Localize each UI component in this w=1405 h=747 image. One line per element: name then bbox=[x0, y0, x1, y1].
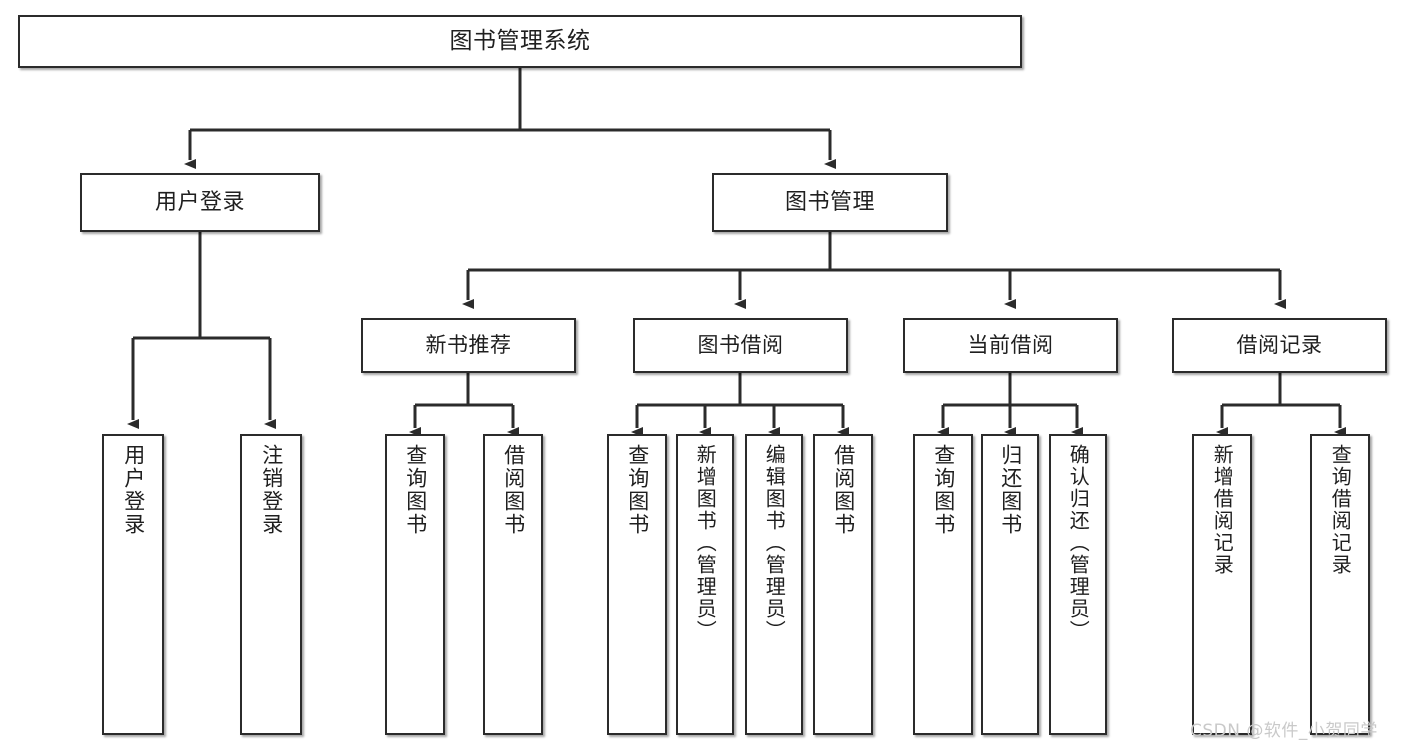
node-label: 新增图书（管理员） bbox=[693, 444, 718, 642]
node-current-borrow[interactable]: 当前借阅 bbox=[903, 318, 1118, 373]
leaf-borrow-records-query-record[interactable]: 查询借阅记录 bbox=[1310, 434, 1370, 735]
node-book-borrow[interactable]: 图书借阅 bbox=[633, 318, 848, 373]
node-label: 图书管理 bbox=[784, 189, 875, 215]
node-book-management[interactable]: 图书管理 bbox=[712, 173, 948, 232]
leaf-borrow-records-add-record[interactable]: 新增借阅记录 bbox=[1192, 434, 1252, 735]
watermark-csdn: CSDN @软件_小贺同学 bbox=[1190, 721, 1378, 741]
node-label: 图书借阅 bbox=[697, 333, 784, 358]
leaf-current-borrow-confirm-return-admin[interactable]: 确认归还（管理员） bbox=[1049, 434, 1107, 735]
node-label: 查询借阅记录 bbox=[1328, 444, 1353, 576]
node-label: 确认归还（管理员） bbox=[1066, 444, 1091, 642]
node-borrow-records[interactable]: 借阅记录 bbox=[1172, 318, 1387, 373]
node-label: 归还图书 bbox=[998, 444, 1023, 536]
leaf-new-book-borrow-book[interactable]: 借阅图书 bbox=[483, 434, 543, 735]
leaf-current-borrow-return-book[interactable]: 归还图书 bbox=[981, 434, 1039, 735]
node-label: 当前借阅 bbox=[967, 333, 1054, 358]
leaf-book-borrow-query-book[interactable]: 查询图书 bbox=[607, 434, 667, 735]
leaf-user-login-login[interactable]: 用户登录 bbox=[102, 434, 164, 735]
leaf-book-borrow-borrow-book[interactable]: 借阅图书 bbox=[813, 434, 873, 735]
node-label: 查询图书 bbox=[625, 444, 650, 536]
node-root-book-management-system[interactable]: 图书管理系统 bbox=[18, 15, 1022, 68]
node-label: 新书推荐 bbox=[425, 333, 512, 358]
node-new-book-recommend[interactable]: 新书推荐 bbox=[361, 318, 576, 373]
node-label: 新增借阅记录 bbox=[1210, 444, 1235, 576]
leaf-book-borrow-add-book-admin[interactable]: 新增图书（管理员） bbox=[676, 434, 734, 735]
node-label: 借阅记录 bbox=[1236, 333, 1323, 358]
leaf-user-login-logout[interactable]: 注销登录 bbox=[240, 434, 302, 735]
node-user-login[interactable]: 用户登录 bbox=[80, 173, 320, 232]
leaf-current-borrow-query-book[interactable]: 查询图书 bbox=[913, 434, 973, 735]
node-label: 注销登录 bbox=[259, 444, 284, 536]
node-label: 图书管理系统 bbox=[449, 28, 591, 55]
node-label: 编辑图书（管理员） bbox=[762, 444, 787, 642]
leaf-new-book-query-book[interactable]: 查询图书 bbox=[385, 434, 445, 735]
node-label: 用户登录 bbox=[121, 444, 146, 536]
node-label: 借阅图书 bbox=[831, 444, 856, 536]
leaf-book-borrow-edit-book-admin[interactable]: 编辑图书（管理员） bbox=[745, 434, 803, 735]
node-label: 用户登录 bbox=[154, 189, 245, 215]
node-label: 查询图书 bbox=[403, 444, 428, 536]
node-label: 借阅图书 bbox=[501, 444, 526, 536]
node-label: 查询图书 bbox=[931, 444, 956, 536]
